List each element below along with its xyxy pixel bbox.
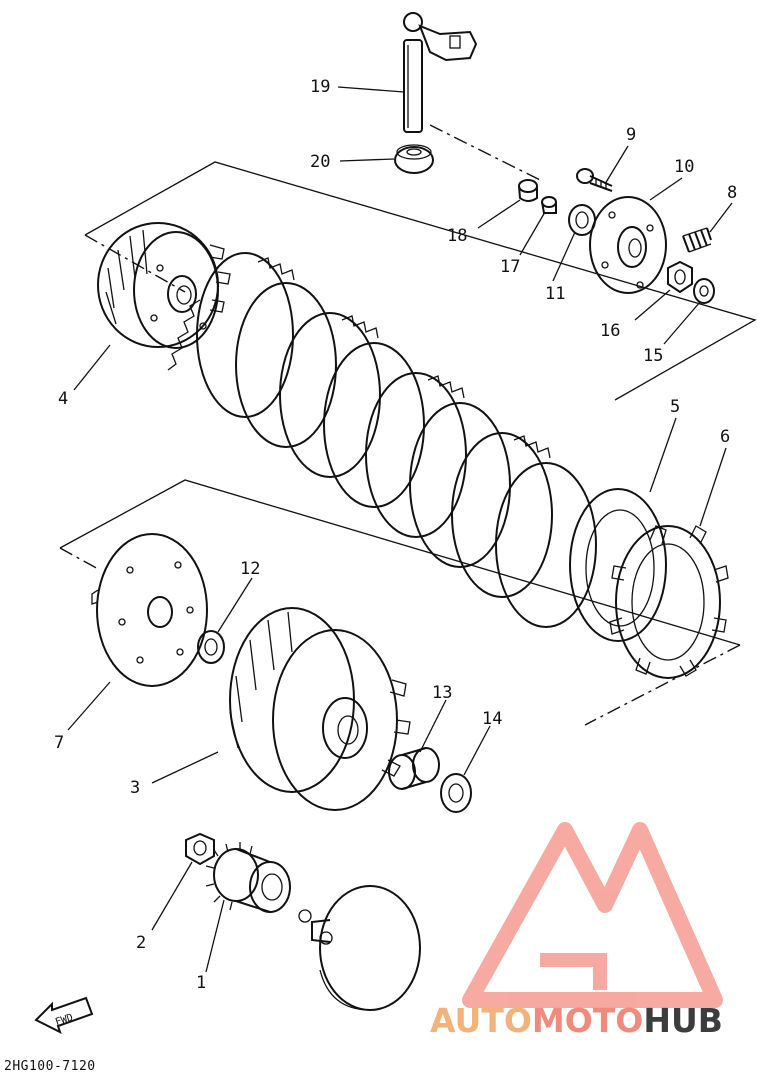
callout-10: 10 (674, 157, 694, 177)
fwd-label: FWD (54, 1012, 75, 1028)
part-pressure-plate (589, 196, 667, 294)
part-oil-seal (394, 144, 434, 174)
callout-4: 4 (58, 389, 68, 409)
callout-2: 2 (136, 933, 146, 953)
document-code: 2HG100-7120 (4, 1059, 96, 1074)
upper-group-dash-left (84, 234, 186, 293)
callout-11: 11 (545, 284, 565, 304)
watermark-hub: HUB (643, 1001, 723, 1040)
part-bolt (576, 168, 613, 192)
callout-15: 15 (643, 346, 663, 366)
part-friction-plate-6 (609, 525, 729, 679)
callout-6: 6 (720, 427, 730, 447)
steel-plate (495, 462, 597, 628)
part-thrust-washer-12 (197, 630, 225, 664)
callout-17: 17 (500, 257, 520, 277)
friction-plate (365, 372, 467, 538)
friction-plate (196, 252, 294, 418)
callout-3: 3 (130, 778, 140, 798)
friction-plate (279, 312, 381, 478)
callout-12: 12 (240, 559, 260, 579)
watermark-logo-icon (462, 822, 723, 1008)
part-steel-plate-5 (569, 488, 667, 642)
callout-13: 13 (432, 683, 452, 703)
callout-14: 14 (482, 709, 502, 729)
part-collar (388, 747, 440, 790)
callout-7: 7 (54, 733, 64, 753)
callout-1: 1 (196, 973, 206, 993)
callout-20: 20 (310, 152, 330, 172)
watermark-auto: AUTO (430, 1001, 532, 1040)
part-clutch-housing (229, 607, 411, 811)
callout-16: 16 (600, 321, 620, 341)
steel-plate (323, 342, 425, 508)
part-cover-cap (298, 885, 421, 1011)
callout-5: 5 (670, 397, 680, 417)
fwd-arrow-icon (34, 996, 94, 1034)
part-thrust-washer-14 (440, 773, 472, 813)
clutch-plate-stack (167, 252, 597, 628)
lower-group-outline (59, 479, 741, 646)
part-clutch-boss (97, 222, 231, 349)
leader-lines (67, 86, 733, 973)
upper-group-outline (84, 161, 757, 401)
part-nut-2 (185, 832, 215, 866)
friction-plate (451, 432, 553, 598)
callout-19: 19 (310, 77, 330, 97)
steel-plate (409, 402, 511, 568)
callout-18: 18 (447, 226, 467, 246)
part-nut-washer (667, 260, 715, 304)
callout-8: 8 (727, 183, 737, 203)
watermark-text: AUTOMOTOHUB (430, 1001, 723, 1040)
callout-labels: 19 20 18 17 11 9 10 8 16 15 4 5 6 12 7 1… (54, 77, 737, 993)
part-small-stack (518, 179, 596, 236)
steel-plate (235, 282, 337, 448)
lower-group-dash-right (584, 644, 741, 726)
watermark: AUTOMOTOHUB (430, 822, 723, 1040)
callout-9: 9 (626, 125, 636, 145)
watermark-moto: MOTO (532, 1001, 643, 1040)
group-outlines (59, 124, 757, 726)
part-push-lever (403, 12, 478, 133)
part-primary-drive-gear (205, 842, 291, 913)
part-thrust-plate (91, 533, 208, 687)
shaft-guide-line (429, 124, 541, 181)
lower-group-dash-left (59, 547, 101, 571)
part-clutch-spring (682, 227, 712, 253)
forward-direction-marker: FWD (34, 996, 94, 1034)
